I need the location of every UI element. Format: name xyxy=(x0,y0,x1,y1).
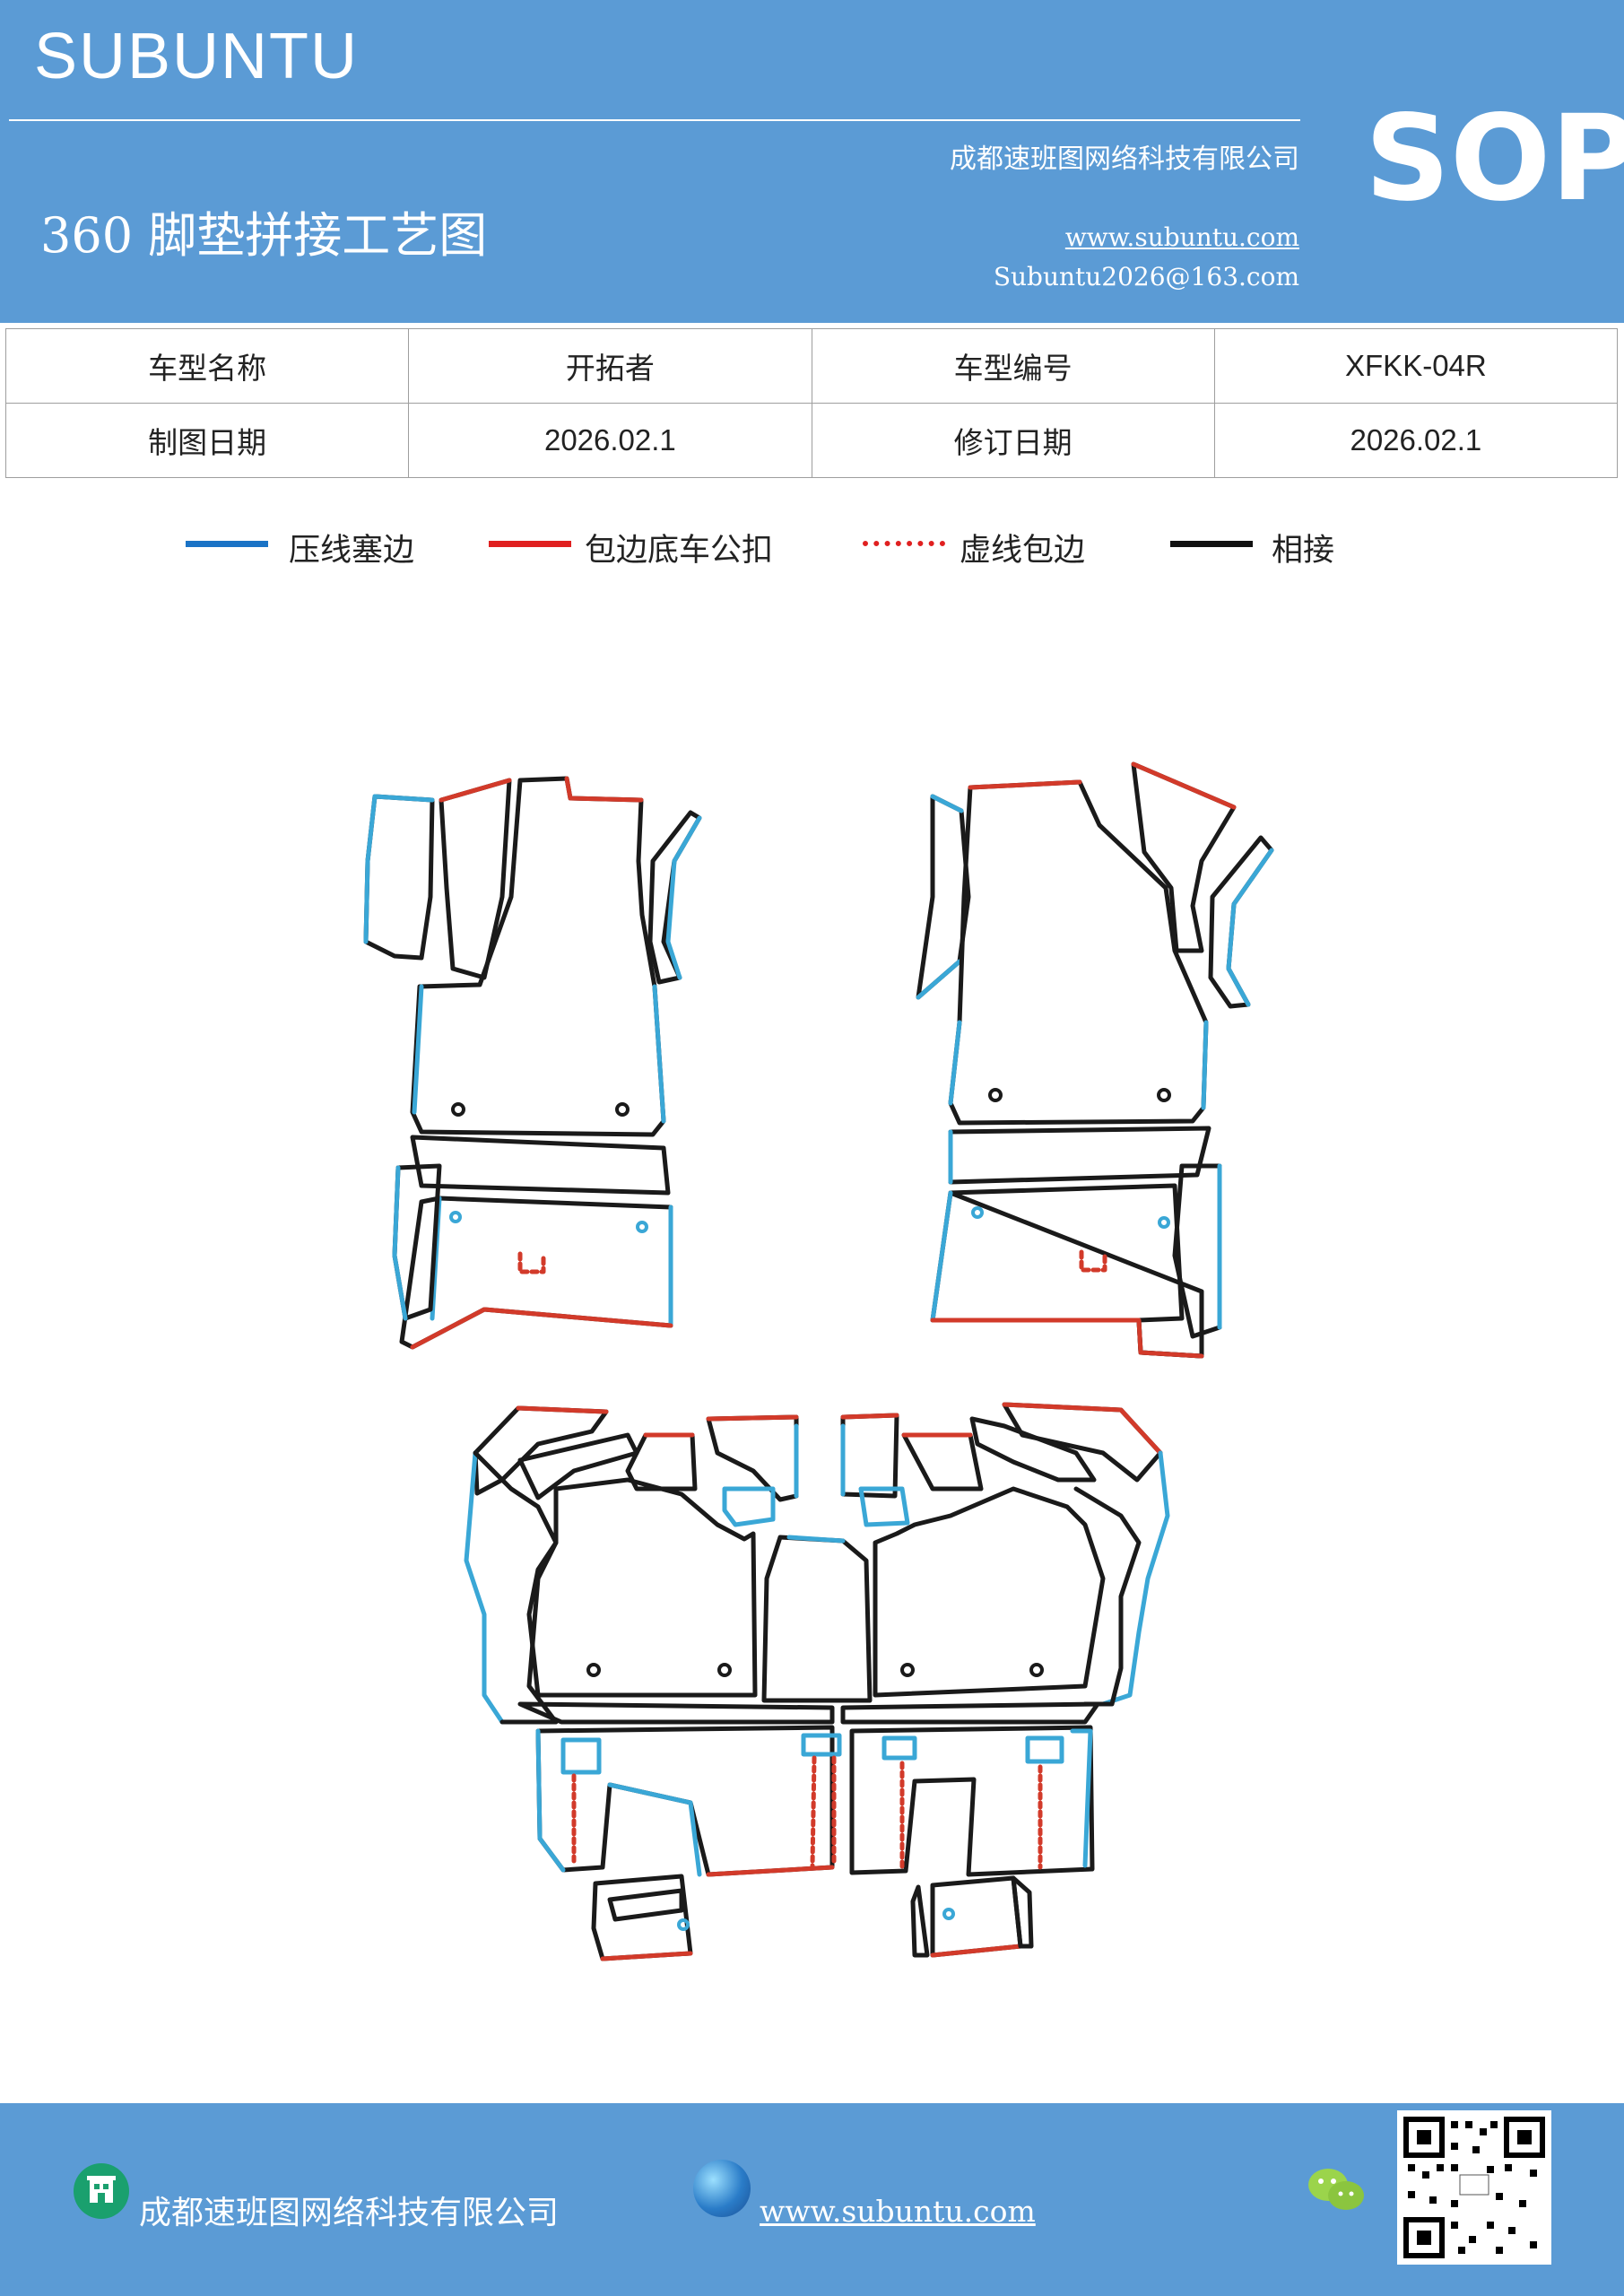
footer-website-link[interactable]: www.subuntu.com xyxy=(760,2194,1036,2229)
mat-piece xyxy=(363,794,435,961)
draw-date-label: 制图日期 xyxy=(4,403,410,478)
front-left-mat xyxy=(363,776,702,1350)
header-company: 成都速班图网络科技有限公司 xyxy=(950,144,1299,175)
building-icon xyxy=(74,2163,129,2219)
legend-label: 包边底车公扣 xyxy=(585,533,774,569)
header-divider xyxy=(9,119,1300,121)
model-code-value: XFKK-04R xyxy=(1213,328,1619,404)
front-right-mat xyxy=(916,761,1274,1359)
revision-date-label: 修订日期 xyxy=(811,403,1215,478)
header-website-link[interactable]: www.subuntu.com xyxy=(1064,222,1299,252)
legend-label: 相接 xyxy=(1272,533,1335,569)
blue-edge xyxy=(363,794,378,944)
legend-swatch-red xyxy=(489,541,571,547)
page-title: 360 脚垫拼接工艺图 xyxy=(40,207,488,264)
legend-label: 虚线包边 xyxy=(960,533,1086,569)
legend-swatch-red-dotted xyxy=(863,541,945,546)
legend-swatch-black xyxy=(1170,541,1253,547)
model-code-label: 车型编号 xyxy=(811,328,1215,404)
table-row: 制图日期 2026.02.1 修订日期 2026.02.1 xyxy=(4,403,1619,478)
line-legend: 压线塞边 包边底车公扣 虚线包边 相接 xyxy=(0,525,1624,570)
legend-label: 压线塞边 xyxy=(289,533,415,569)
draw-date-value: 2026.02.1 xyxy=(408,403,812,478)
vehicle-info-table: 车型名称 开拓者 车型编号 XFKK-04R 制图日期 2026.02.1 修订… xyxy=(4,328,1619,478)
wechat-icon[interactable] xyxy=(1305,2163,1368,2217)
floor-mat-diagram xyxy=(363,761,1274,1961)
qr-code xyxy=(1397,2110,1551,2265)
header-banner xyxy=(0,0,1624,323)
model-name-label: 车型名称 xyxy=(4,328,410,404)
revision-date-value: 2026.02.1 xyxy=(1213,403,1619,478)
table-row: 车型名称 开拓者 车型编号 XFKK-04R xyxy=(4,328,1619,404)
brand-name: SUBUNTU xyxy=(34,21,360,92)
footer-company: 成都速班图网络科技有限公司 xyxy=(139,2195,560,2231)
sop-badge: SOP xyxy=(1365,90,1624,228)
legend-swatch-blue xyxy=(186,541,268,547)
globe-icon xyxy=(693,2160,751,2217)
rear-mat xyxy=(464,1402,1170,1961)
model-name-value: 开拓者 xyxy=(408,328,812,404)
header-email: Subuntu2026@163.com xyxy=(993,262,1299,291)
